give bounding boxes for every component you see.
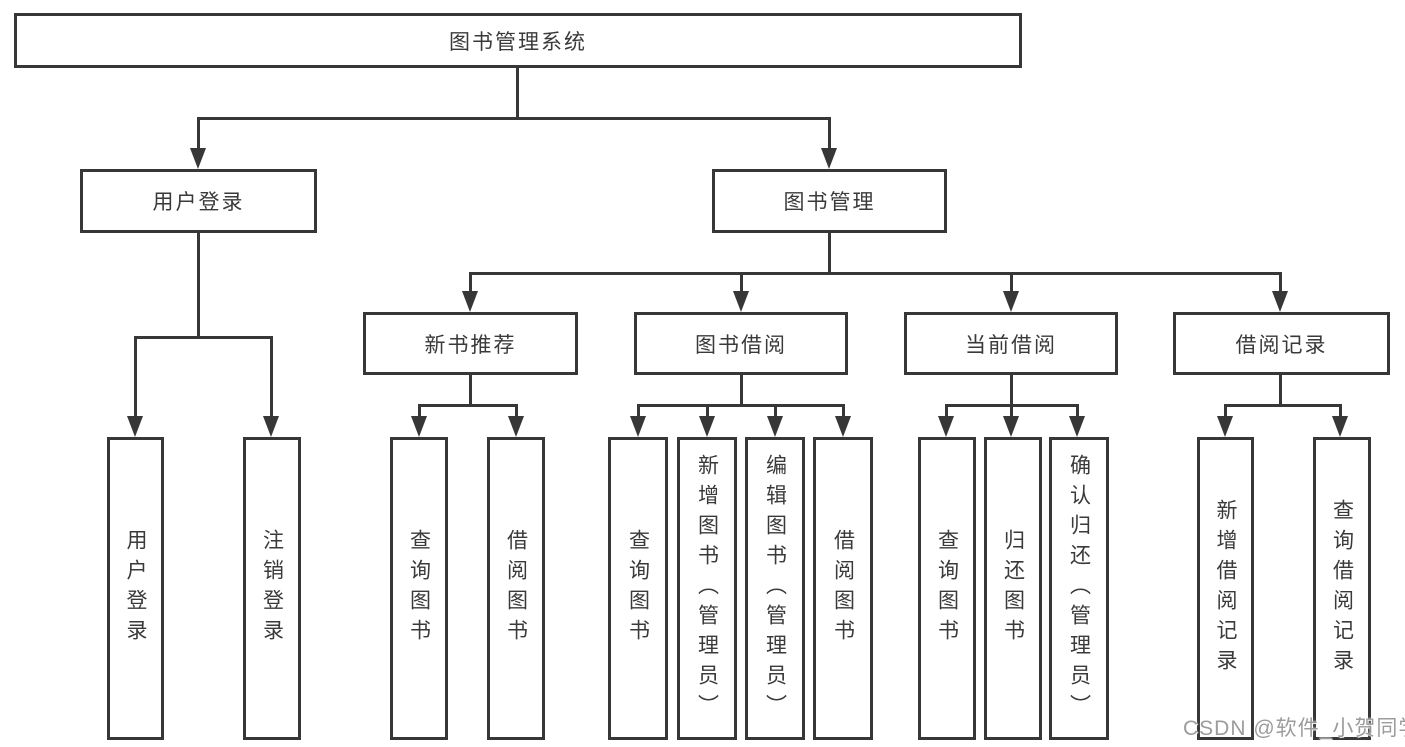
connector-line	[134, 336, 273, 339]
connector-line	[1279, 272, 1282, 294]
node-label: 图书借阅	[695, 333, 787, 357]
node-label: 查询借阅记录	[1330, 498, 1354, 679]
node-recommend-borrow-book: 借阅图书	[487, 437, 545, 740]
connector-line	[1076, 404, 1079, 418]
connector-line	[469, 375, 472, 407]
node-leaf-logout: 注销登录	[243, 437, 301, 740]
node-borrow-query-book: 查询图书	[608, 437, 668, 740]
node-current-query-book: 查询图书	[918, 437, 976, 740]
node-label: 借阅记录	[1235, 333, 1328, 357]
connector-line	[1010, 375, 1013, 407]
connector-line	[1010, 404, 1013, 418]
node-current-borrow: 当前借阅	[904, 312, 1118, 375]
connector-line	[1339, 404, 1342, 418]
node-current-return-book: 归还图书	[984, 437, 1042, 740]
node-label: 编辑图书（管理员）	[763, 453, 787, 724]
connector-line	[774, 404, 777, 418]
connector-line	[1279, 375, 1282, 407]
node-label: 注销登录	[260, 528, 284, 649]
node-label: 新增图书（管理员）	[695, 453, 719, 724]
arrowhead-down-icon	[938, 416, 954, 437]
connector-line	[197, 117, 200, 150]
connector-line	[637, 404, 844, 407]
connector-line	[706, 404, 709, 418]
arrowhead-down-icon	[821, 148, 837, 169]
connector-line	[197, 117, 831, 120]
node-label: 查询图书	[407, 528, 431, 649]
arrowhead-down-icon	[508, 416, 524, 437]
arrowhead-down-icon	[190, 148, 206, 169]
connector-line	[418, 404, 421, 418]
node-label: 用户登录	[124, 528, 147, 649]
arrowhead-down-icon	[630, 416, 646, 437]
arrowhead-down-icon	[835, 416, 851, 437]
node-borrow-edit-book-admin: 编辑图书（管理员）	[745, 437, 805, 740]
node-label: 图书管理系统	[449, 30, 587, 54]
csdn-watermark: CSDN @软件_小贺同学	[1183, 717, 1405, 740]
connector-line	[469, 272, 472, 294]
node-recommend-query-book: 查询图书	[390, 437, 448, 740]
node-current-confirm-return-admin: 确认归还（管理员）	[1049, 437, 1109, 740]
arrowhead-down-icon	[127, 416, 143, 437]
node-label: 新书推荐	[424, 333, 517, 357]
node-label: 当前借阅	[965, 333, 1057, 357]
arrowhead-down-icon	[1003, 291, 1019, 312]
connector-line	[1010, 272, 1013, 294]
node-label: 确认归还（管理员）	[1067, 453, 1091, 724]
connector-line	[828, 233, 831, 275]
node-label: 新增借阅记录	[1214, 498, 1237, 679]
node-borrow-borrow-book: 借阅图书	[813, 437, 873, 740]
connector-line	[469, 272, 1282, 275]
connector-line	[516, 68, 519, 120]
connector-line	[637, 404, 640, 418]
node-label: 查询图书	[626, 528, 650, 649]
node-library-management-system: 图书管理系统	[14, 13, 1022, 68]
node-label: 用户登录	[152, 191, 245, 214]
connector-line	[945, 404, 948, 418]
node-book-management: 图书管理	[712, 169, 947, 233]
node-record-add-borrow-record: 新增借阅记录	[1197, 437, 1254, 740]
node-label: 归还图书	[1001, 528, 1025, 649]
node-user-login: 用户登录	[80, 169, 317, 233]
connector-line	[134, 336, 137, 418]
node-leaf-user-login: 用户登录	[107, 437, 164, 740]
connector-line	[740, 272, 743, 294]
node-new-book-recommend: 新书推荐	[363, 312, 578, 375]
connector-line	[515, 404, 518, 418]
connector-line	[828, 117, 831, 150]
arrowhead-down-icon	[767, 416, 783, 437]
arrowhead-down-icon	[1332, 416, 1348, 437]
arrowhead-down-icon	[411, 416, 427, 437]
arrowhead-down-icon	[733, 291, 749, 312]
connector-line	[270, 336, 273, 418]
node-label: 图书管理	[783, 191, 876, 214]
arrowhead-down-icon	[1217, 416, 1233, 437]
connector-line	[1224, 404, 1341, 407]
node-label: 查询图书	[935, 528, 959, 649]
node-label: 借阅图书	[504, 528, 528, 649]
node-book-borrow: 图书借阅	[634, 312, 848, 375]
node-record-query-borrow-record: 查询借阅记录	[1313, 437, 1371, 740]
connector-line	[842, 404, 845, 418]
connector-line	[197, 233, 200, 339]
arrowhead-down-icon	[1003, 416, 1019, 437]
node-borrow-add-book-admin: 新增图书（管理员）	[677, 437, 737, 740]
arrowhead-down-icon	[462, 291, 478, 312]
arrowhead-down-icon	[263, 416, 279, 437]
connector-line	[418, 404, 518, 407]
arrowhead-down-icon	[1069, 416, 1085, 437]
connector-line	[1224, 404, 1227, 418]
node-borrow-record: 借阅记录	[1173, 312, 1390, 375]
arrowhead-down-icon	[699, 416, 715, 437]
node-label: 借阅图书	[831, 528, 855, 649]
connector-line	[740, 375, 743, 407]
arrowhead-down-icon	[1272, 291, 1288, 312]
